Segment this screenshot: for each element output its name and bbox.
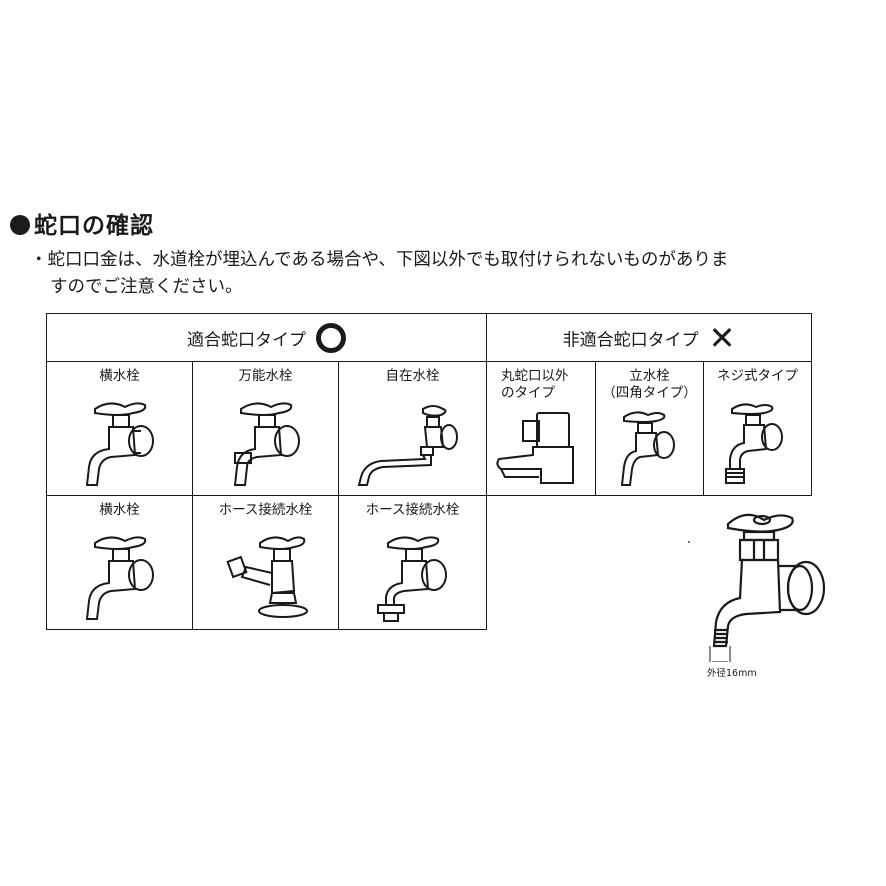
faucet-cell: 立水栓 （四角タイプ） — [595, 361, 704, 496]
suitable-header: 適合蛇口タイプ — [45, 313, 488, 362]
swivel-faucet-icon — [357, 405, 458, 486]
section-heading: 蛇口の確認 — [10, 206, 154, 240]
note-line-2: すのでご注意ください。 — [50, 277, 243, 297]
faucet-cell: 横水栓 — [46, 361, 193, 496]
faucet-cell: 万能水栓 — [192, 361, 339, 496]
faucet-cell: 自在水栓 — [337, 361, 488, 496]
suitable-faucet-table: 適合蛇口タイプ 横水栓 万能水栓 自在水栓 — [45, 313, 488, 630]
circle-ok-icon — [316, 322, 346, 353]
note-line-1: ・蛇口口金は、水道栓が埋込んである場合や、下図以外でも取付けられないものがありま — [30, 250, 729, 270]
dimension-label: 外径16mm — [707, 668, 757, 679]
faucet-cell: ホース接続水栓 — [337, 495, 488, 630]
faucet-cell: 横水栓 — [46, 495, 193, 630]
universal-faucet-icon — [233, 402, 300, 486]
horizontal-faucet-icon — [85, 402, 154, 486]
faucet-cell: ネジ式タイプ — [703, 361, 812, 496]
hose-faucet-icon — [376, 536, 447, 622]
faucet-dimension-icon — [709, 513, 826, 662]
horizontal-faucet-icon — [85, 536, 154, 620]
faucet-cell: 丸蛇口以外 のタイプ — [486, 361, 596, 496]
decorative-dot — [688, 541, 690, 543]
faucet-cell: ホース接続水栓 — [192, 495, 339, 630]
bullet-dot-icon — [10, 215, 30, 235]
unsuitable-faucet-table: 非適合蛇口タイプ✕ 丸蛇口以外 のタイプ 立水栓 （四角タイプ） — [486, 313, 812, 496]
cross-ng-icon: ✕ — [708, 318, 736, 357]
standing-faucet-icon — [620, 411, 675, 486]
unsuitable-header: 非適合蛇口タイプ✕ — [486, 313, 812, 362]
caution-note: ・蛇口口金は、水道栓が埋込んである場合や、下図以外でも取付けられないものがありま… — [30, 247, 728, 301]
non-round-faucet-icon — [496, 412, 574, 484]
hose-faucet-icon — [225, 536, 308, 618]
threaded-faucet-icon — [724, 403, 783, 484]
